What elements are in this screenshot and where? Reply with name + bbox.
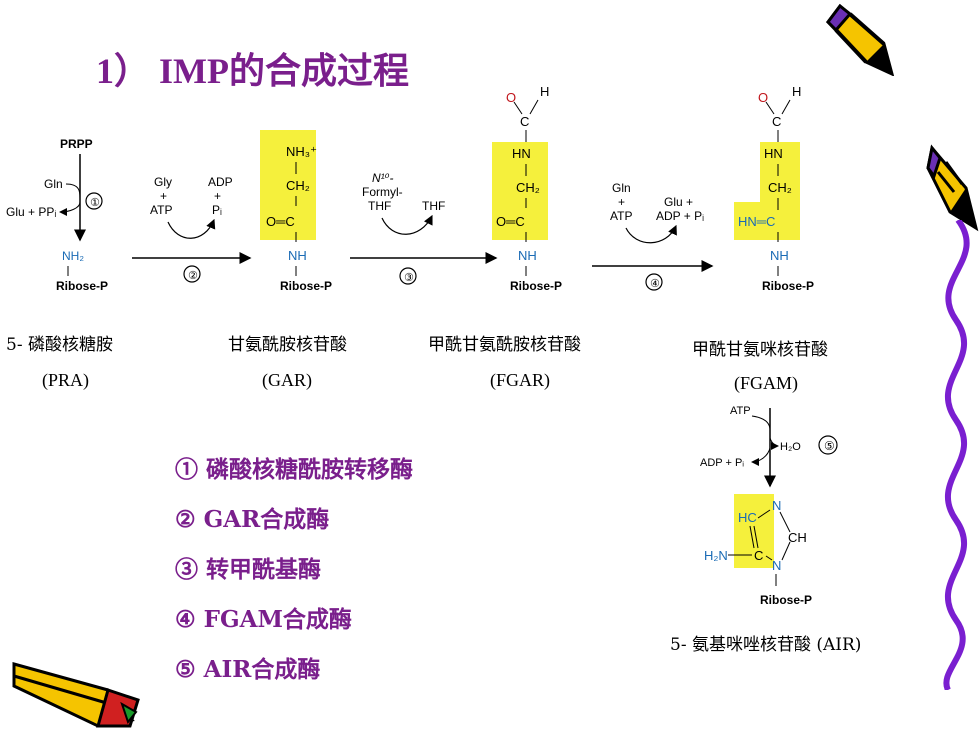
step4-arrow: Gln + ATP Glu + ADP + Pᵢ ④ [592, 181, 714, 291]
svg-text:NH: NH [518, 248, 537, 263]
step4-number: ④ [650, 278, 660, 290]
air-structure: HC N CH N C H₂N Ribose-P [704, 494, 812, 607]
pra-structure: PRPP Gln Glu + PPᵢ ① NH₂ Ribose-P [6, 137, 108, 293]
svg-text:THF: THF [422, 199, 445, 213]
svg-text:Gln: Gln [612, 181, 631, 195]
svg-text:CH: CH [788, 530, 807, 545]
svg-text:CH₂: CH₂ [286, 178, 310, 193]
ribose-p-label: Ribose-P [56, 279, 108, 293]
svg-text:N: N [772, 498, 781, 513]
svg-text:C: C [520, 114, 529, 129]
molecule-name-gar: 甘氨酰胺核苷酸 [228, 335, 347, 355]
svg-text:H: H [792, 84, 801, 99]
molecule-abbr-fgam: (FGAM) [734, 373, 799, 393]
step3-number: ③ [404, 272, 414, 284]
svg-text:Pᵢ: Pᵢ [212, 203, 222, 217]
fgar-structure: O H C HN CH₂ O═C NH Ribose-P [492, 84, 562, 293]
gln-label: Gln [44, 177, 63, 191]
svg-text:NH: NH [770, 248, 789, 263]
svg-text:+: + [160, 189, 167, 203]
pencil-icon [12, 662, 140, 728]
svg-text:ADP: ADP [208, 175, 233, 189]
nh2-label: NH₂ [62, 249, 84, 263]
svg-text:H₂O: H₂O [780, 441, 801, 453]
pencil-icon [826, 3, 895, 76]
svg-text:ATP: ATP [610, 209, 632, 223]
svg-text:ATP: ATP [150, 203, 172, 217]
svg-text:O: O [758, 90, 768, 105]
svg-text:CH₂: CH₂ [516, 180, 540, 195]
prpp-label: PRPP [60, 137, 93, 151]
molecule-abbr-pra: (PRA) [42, 370, 90, 390]
svg-text:Ribose-P: Ribose-P [280, 279, 332, 293]
svg-text:HC: HC [738, 510, 757, 525]
reaction-diagram: PRPP Gln Glu + PPᵢ ① NH₂ Ribose-P Gly + … [6, 84, 814, 293]
pencil-icon [926, 144, 979, 232]
molecule-name-air: 5- 氨基咪唑核苷酸 (AIR) [670, 635, 862, 655]
molecule-name-pra: 5- 磷酸核糖胺 [6, 335, 113, 355]
air-formation-diagram: ATP ADP + Pᵢ H₂O ⑤ HC N CH N C H₂N Ribos… [700, 405, 838, 607]
svg-text:O═C: O═C [266, 214, 295, 229]
svg-text:C: C [754, 548, 763, 563]
step2-number: ② [188, 270, 198, 282]
svg-text:ATP: ATP [730, 405, 751, 417]
svg-text:ADP + Pᵢ: ADP + Pᵢ [656, 209, 704, 223]
svg-text:Ribose-P: Ribose-P [760, 593, 812, 607]
molecule-abbr-gar: (GAR) [262, 370, 312, 390]
svg-text:CH₂: CH₂ [768, 180, 792, 195]
step2-arrow: Gly + ATP ADP + Pᵢ ② [132, 175, 252, 283]
svg-text:Ribose-P: Ribose-P [762, 279, 814, 293]
enzyme-list-item: ⑤ AIR合成酶 [175, 656, 321, 683]
svg-text:Formyl-: Formyl- [362, 185, 403, 199]
svg-text:O═C: O═C [496, 214, 525, 229]
svg-text:C: C [772, 114, 781, 129]
svg-text:Ribose-P: Ribose-P [510, 279, 562, 293]
svg-text:H₂N: H₂N [704, 548, 728, 563]
step1-number: ① [90, 197, 100, 209]
svg-text:N¹⁰-: N¹⁰- [372, 171, 393, 185]
enzyme-list-item: ④ FGAM合成酶 [175, 606, 352, 633]
svg-text:HN: HN [764, 146, 783, 161]
step5-number: ⑤ [824, 439, 835, 453]
svg-text:O: O [506, 90, 516, 105]
svg-text:ADP + Pᵢ: ADP + Pᵢ [700, 457, 744, 469]
svg-text:HN═C: HN═C [738, 214, 775, 229]
enzyme-list-item: ② GAR合成酶 [175, 506, 330, 533]
svg-text:NH: NH [288, 248, 307, 263]
svg-text:+: + [618, 195, 625, 209]
fgam-structure: O H C HN CH₂ HN═C NH Ribose-P [734, 84, 814, 293]
wavy-border-decoration [943, 220, 970, 690]
svg-text:+: + [214, 189, 221, 203]
slide-title: 1） IMP的合成过程 [96, 51, 409, 91]
glu-ppi-label: Glu + PPᵢ [6, 205, 56, 219]
step3-arrow: N¹⁰- Formyl- THF THF ③ [350, 171, 498, 285]
svg-text:HN: HN [512, 146, 531, 161]
molecule-name-fgar: 甲酰甘氨酰胺核苷酸 [428, 335, 581, 355]
svg-text:Gly: Gly [154, 175, 172, 189]
svg-text:H: H [540, 84, 549, 99]
molecule-name-fgam: 甲酰甘氨咪核苷酸 [692, 340, 828, 360]
svg-text:THF: THF [368, 199, 391, 213]
svg-text:N: N [772, 558, 781, 573]
molecule-abbr-fgar: (FGAR) [490, 370, 551, 390]
enzyme-list-item: ③ 转甲酰基酶 [175, 556, 322, 583]
svg-text:NH₃⁺: NH₃⁺ [286, 144, 317, 159]
svg-text:Glu +: Glu + [664, 195, 693, 209]
enzyme-list-item: ① 磷酸核糖酰胺转移酶 [175, 456, 414, 483]
gar-structure: NH₃⁺ CH₂ O═C NH Ribose-P [260, 130, 332, 293]
